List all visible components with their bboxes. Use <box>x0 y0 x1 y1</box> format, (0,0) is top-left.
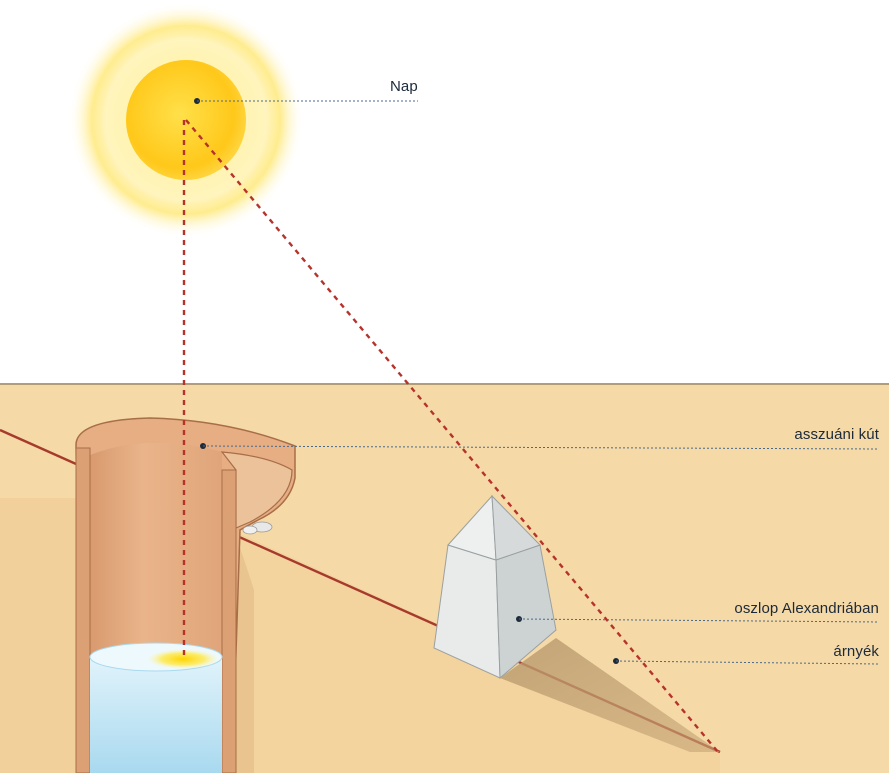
leader-pillar <box>516 616 880 623</box>
ground-cut-face <box>236 535 254 773</box>
pillar-label: oszlop Alexandriában <box>734 600 879 617</box>
well-label: asszuáni kút <box>794 426 879 443</box>
obelisk-alexandria <box>433 494 557 680</box>
leader-well <box>200 443 880 450</box>
sun-reflection <box>147 649 219 669</box>
leader-shadow <box>613 658 880 665</box>
sunray-to-pillar <box>185 119 719 753</box>
pillar-shadow <box>500 638 720 752</box>
shadow-label: árnyék <box>833 643 879 660</box>
sun-label: Nap <box>390 78 418 95</box>
ground-block-left <box>0 498 80 773</box>
well-water <box>89 642 223 773</box>
leader-sun <box>194 98 418 104</box>
